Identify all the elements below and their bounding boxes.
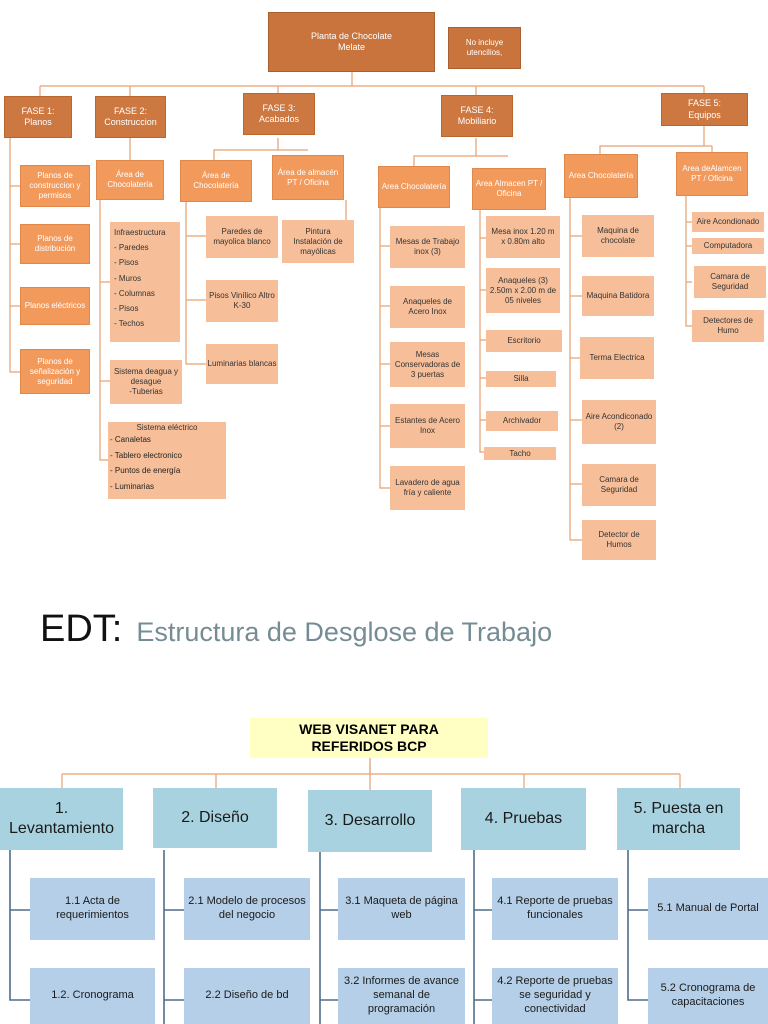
f1-item: Planos de distribución: [20, 224, 90, 264]
f3-a2-item: Pintura Instalación de mayólicas: [282, 220, 354, 263]
deliverable-1-2: 1.2. Cronograma: [30, 968, 155, 1024]
f3-area-almacen: Área de almacén PT / Oficina: [272, 155, 344, 200]
deliverable-3-2: 3.2 Informes de avance semanal de progra…: [338, 968, 465, 1024]
f5-a2-item: Computadora: [692, 238, 764, 254]
f1-item: Planos de señalización y seguridad: [20, 349, 90, 394]
f4-area-almacen: Area Almacen PT / Oficina: [472, 168, 546, 210]
f4-a2-item: Escritorio: [486, 330, 562, 352]
f5-a1-item: Detector de Humos: [582, 520, 656, 560]
phase-3-node: FASE 3: Acabados: [243, 93, 315, 135]
f4-a1-item: Anaqueles de Acero Inox: [390, 286, 465, 328]
f3-area-chocolateria: Área de Chocolatería: [180, 160, 252, 202]
f4-a2-item: Archivador: [486, 411, 558, 431]
f4-a2-item: Anaqueles (3) 2.50m x 2.00 m de 05 nivel…: [486, 268, 560, 313]
f4-area-chocolateria: Area Chocolatería: [378, 166, 450, 208]
f1-item: Planos de construccion y permisos: [20, 165, 90, 207]
column-4-node: 4. Pruebas: [461, 788, 586, 850]
f5-area-almacen: Area deAlamcen PT / Oficina: [676, 152, 748, 196]
f4-a1-item: Lavadero de agua fría y caliente: [390, 466, 465, 510]
f5-a1-item: Maquina de chocolate: [582, 215, 654, 257]
deliverable-3-1: 3.1 Maqueta de página web: [338, 878, 465, 940]
phase-4-node: FASE 4: Mobiliario: [441, 95, 513, 137]
root-node-visanet: WEB VISANET PARA REFERIDOS BCP: [250, 718, 488, 758]
f4-a2-item: Tacho: [484, 447, 556, 460]
caption: EDT: Estructura de Desglose de Trabajo: [40, 608, 552, 651]
f2-area-chocolateria: Área de Chocolatería: [96, 160, 164, 200]
column-2-node: 2. Diseño: [153, 788, 277, 848]
f1-item: Planos eléctricos: [20, 287, 90, 325]
f4-a1-item: Estantes de Acero Inox: [390, 404, 465, 448]
f3-a1-item: Paredes de mayolica blanco: [206, 216, 278, 258]
f2-elec-items: - Canaletas - Tablero electronico - Punt…: [110, 435, 182, 491]
f4-a1-item: Mesas de Trabajo inox (3): [390, 226, 465, 268]
column-1-node: 1. Levantamiento: [0, 788, 123, 850]
f5-a2-item: Camara de Seguridad: [694, 266, 766, 298]
deliverable-5-1: 5.1 Manual de Portal: [648, 878, 768, 940]
f3-a1-item: Luminarias blancas: [206, 344, 278, 384]
f5-a2-item: Aire Acondionado: [692, 212, 764, 232]
f4-a2-item: Silla: [486, 371, 556, 387]
f2-sistema-agua: Sistema deagua y desague -Tuberias: [110, 360, 182, 404]
root-node-planta: Planta de Chocolate Melate: [268, 12, 435, 72]
deliverable-5-2: 5.2 Cronograma de capacitaciones: [648, 968, 768, 1024]
caption-text: Estructura de Desglose de Trabajo: [136, 617, 553, 647]
caption-keyword: EDT:: [40, 608, 123, 650]
deliverable-2-1: 2.1 Modelo de procesos del negocio: [184, 878, 310, 940]
f5-area-chocolateria: Area Chocolatería: [564, 154, 638, 198]
deliverable-4-2: 4.2 Reporte de pruebas se seguridad y co…: [492, 968, 618, 1024]
f4-a1-item: Mesas Conservadoras de 3 puertas: [390, 342, 465, 387]
f2-infraestructura: Infraestructura - Paredes - Pisos - Muro…: [110, 222, 180, 342]
f4-a2-item: Mesa inox 1.20 m x 0.80m alto: [486, 216, 560, 258]
deliverable-4-1: 4.1 Reporte de pruebas funcionales: [492, 878, 618, 940]
note-node: No incluye utencilios,: [448, 27, 521, 69]
column-3-node: 3. Desarrollo: [308, 790, 432, 852]
f5-a1-item: Maquina Batidora: [582, 276, 654, 316]
f2-sistema-electrico: Sistema eléctrico - Canaletas - Tablero …: [108, 422, 226, 499]
f2-elec-title: Sistema eléctrico: [136, 423, 198, 432]
phase-2-node: FASE 2: Construccion: [95, 96, 166, 138]
column-5-node: 5. Puesta en marcha: [617, 788, 740, 850]
phase-1-node: FASE 1: Planos: [4, 96, 72, 138]
deliverable-2-2: 2.2 Diseño de bd: [184, 968, 310, 1024]
f5-a2-item: Detectores de Humo: [692, 310, 764, 342]
f3-a1-item: Pisos Vinílico Altro K-30: [206, 280, 278, 322]
phase-5-node: FASE 5: Equipos: [661, 93, 748, 126]
f5-a1-item: Aire Acondiconado (2): [582, 400, 656, 444]
deliverable-1-1: 1.1 Acta de requerimientos: [30, 878, 155, 940]
f5-a1-item: Terma Electrica: [580, 337, 654, 379]
f5-a1-item: Camara de Seguridad: [582, 464, 656, 506]
